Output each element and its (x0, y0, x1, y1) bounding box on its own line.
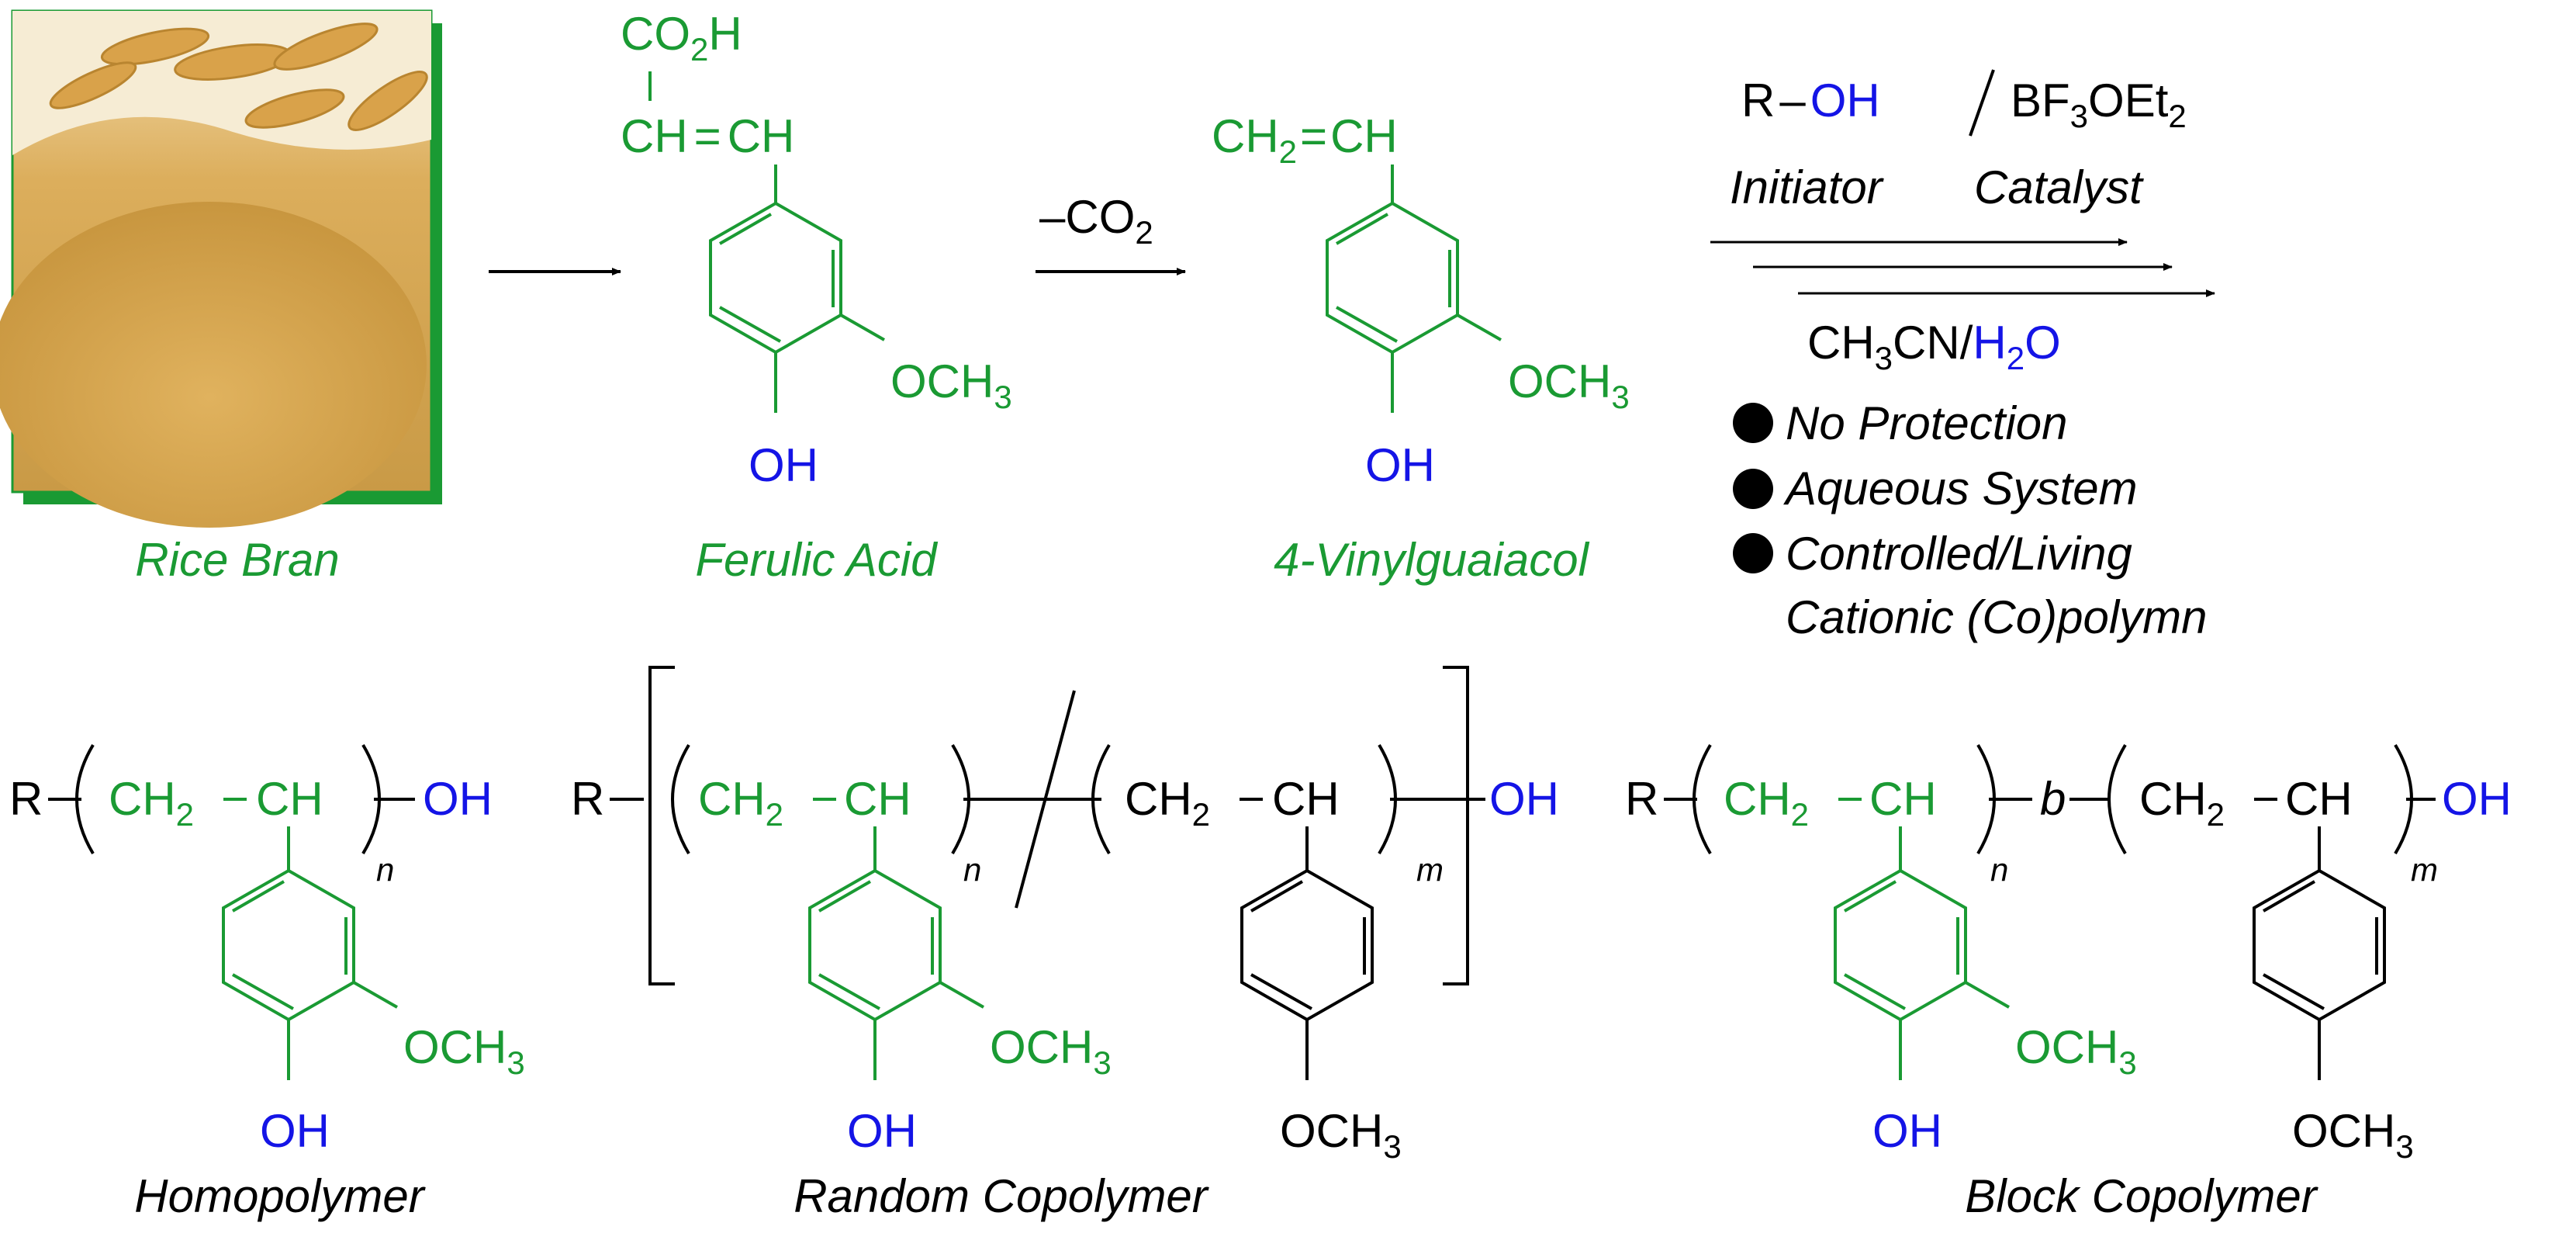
decarboxylation-label: –CO2 (1039, 191, 1153, 251)
svg-text:m: m (1416, 851, 1444, 888)
bullet-text-3b: Cationic (Co)polymn (1786, 591, 2208, 643)
svg-text:R: R (571, 773, 604, 825)
svg-text:CH: CH (1272, 773, 1340, 825)
svg-text:OH: OH (1489, 773, 1559, 825)
svg-text:CH: CH (256, 773, 323, 825)
svg-text:CH2: CH2 (1125, 773, 1210, 833)
random-copolymer-structure: R CH2 CH n CH2 CH m OH OCH3 OH (571, 666, 1559, 1165)
bullet-text-2: Aqueous System (1783, 462, 2138, 514)
svg-text:OCH3: OCH3 (2292, 1105, 2414, 1165)
bullet-icon (1733, 403, 1773, 443)
block-copolymer-structure: R CH2 CH n b CH2 CH m OH OCH3 OH (1625, 743, 2512, 1165)
random-slash (1015, 690, 1076, 909)
homopolymer-structure: R CH2 CH n OH OCH3 OH (9, 743, 525, 1157)
ferulic-acid-structure: CO2H CH=CH OCH3 OH (621, 8, 1012, 491)
vinylguaiacol-structure: CH2=CH OCH3 OH (1212, 110, 1630, 491)
svg-text:b: b (2040, 773, 2066, 825)
rice-bran-label: Rice Bran (135, 534, 339, 586)
svg-text:CH2: CH2 (1724, 773, 1809, 833)
svg-text:CH: CH (844, 773, 911, 825)
vinylguaiacol-label: 4-Vinylguaiacol (1274, 534, 1589, 586)
vinyl-group: CH2=CH (1212, 110, 1398, 170)
svg-text:CH2: CH2 (109, 773, 194, 833)
ferulic-acid-label: Ferulic Acid (695, 534, 938, 586)
random-copolymer-label: Random Copolymer (794, 1170, 1209, 1222)
svg-text:OCH3: OCH3 (990, 1021, 1112, 1081)
reaction-conditions: R–OH BF3OEt2 Initiator Catalyst CH3CN/H2… (1710, 69, 2215, 643)
initiator-formula: R–OH (1741, 74, 1880, 126)
svg-text:OH: OH (423, 773, 493, 825)
svg-text:OCH3: OCH3 (1280, 1105, 1402, 1165)
svg-text:OCH3: OCH3 (2015, 1021, 2137, 1081)
svg-text:OH: OH (847, 1105, 917, 1157)
block-copolymer-label: Block Copolymer (1965, 1170, 2318, 1222)
oh-group: OH (1365, 439, 1435, 491)
bullet-icon (1733, 469, 1773, 509)
homopolymer-label: Homopolymer (134, 1170, 425, 1222)
svg-text:CH2: CH2 (698, 773, 783, 833)
r-group: R (9, 773, 43, 825)
bullet-icon (1733, 533, 1773, 573)
svg-text:n: n (1990, 851, 2008, 888)
oh-group: OH (749, 439, 818, 491)
och3-group: OCH3 (890, 355, 1012, 415)
svg-text:m: m (2411, 851, 2438, 888)
svg-text:CH2: CH2 (2139, 773, 2225, 833)
svg-text:OH: OH (1872, 1105, 1942, 1157)
vinyl-group: CH=CH (621, 110, 794, 162)
initiator-label: Initiator (1730, 161, 1884, 213)
bullet-text-3: Controlled/Living (1786, 528, 2132, 580)
bullet-text-1: No Protection (1786, 397, 2068, 449)
svg-text:CH: CH (1869, 773, 1937, 825)
svg-text:OCH3: OCH3 (403, 1021, 525, 1081)
svg-text:OH: OH (2442, 773, 2512, 825)
svg-text:R: R (1625, 773, 1658, 825)
och3-group: OCH3 (1508, 355, 1630, 415)
slash-divider (1969, 69, 1995, 137)
catalyst-formula: BF3OEt2 (2011, 74, 2187, 134)
catalyst-label: Catalyst (1974, 161, 2144, 213)
solvent-formula: CH3CN/H2O (1807, 317, 2061, 376)
co2h-group: CO2H (621, 8, 742, 68)
svg-text:n: n (963, 851, 981, 888)
svg-text:OH: OH (260, 1105, 330, 1157)
svg-text:CH: CH (2285, 773, 2353, 825)
svg-text:n: n (376, 851, 394, 888)
rice-bran-photo (0, 9, 442, 528)
